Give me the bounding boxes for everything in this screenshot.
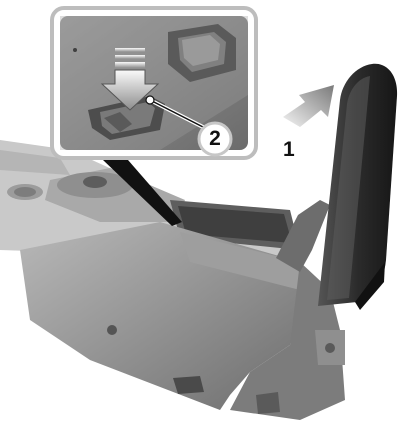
step-1-label: 1	[283, 138, 295, 162]
step-2-label: 2	[200, 124, 230, 154]
up-right-arrow-icon	[283, 85, 334, 127]
